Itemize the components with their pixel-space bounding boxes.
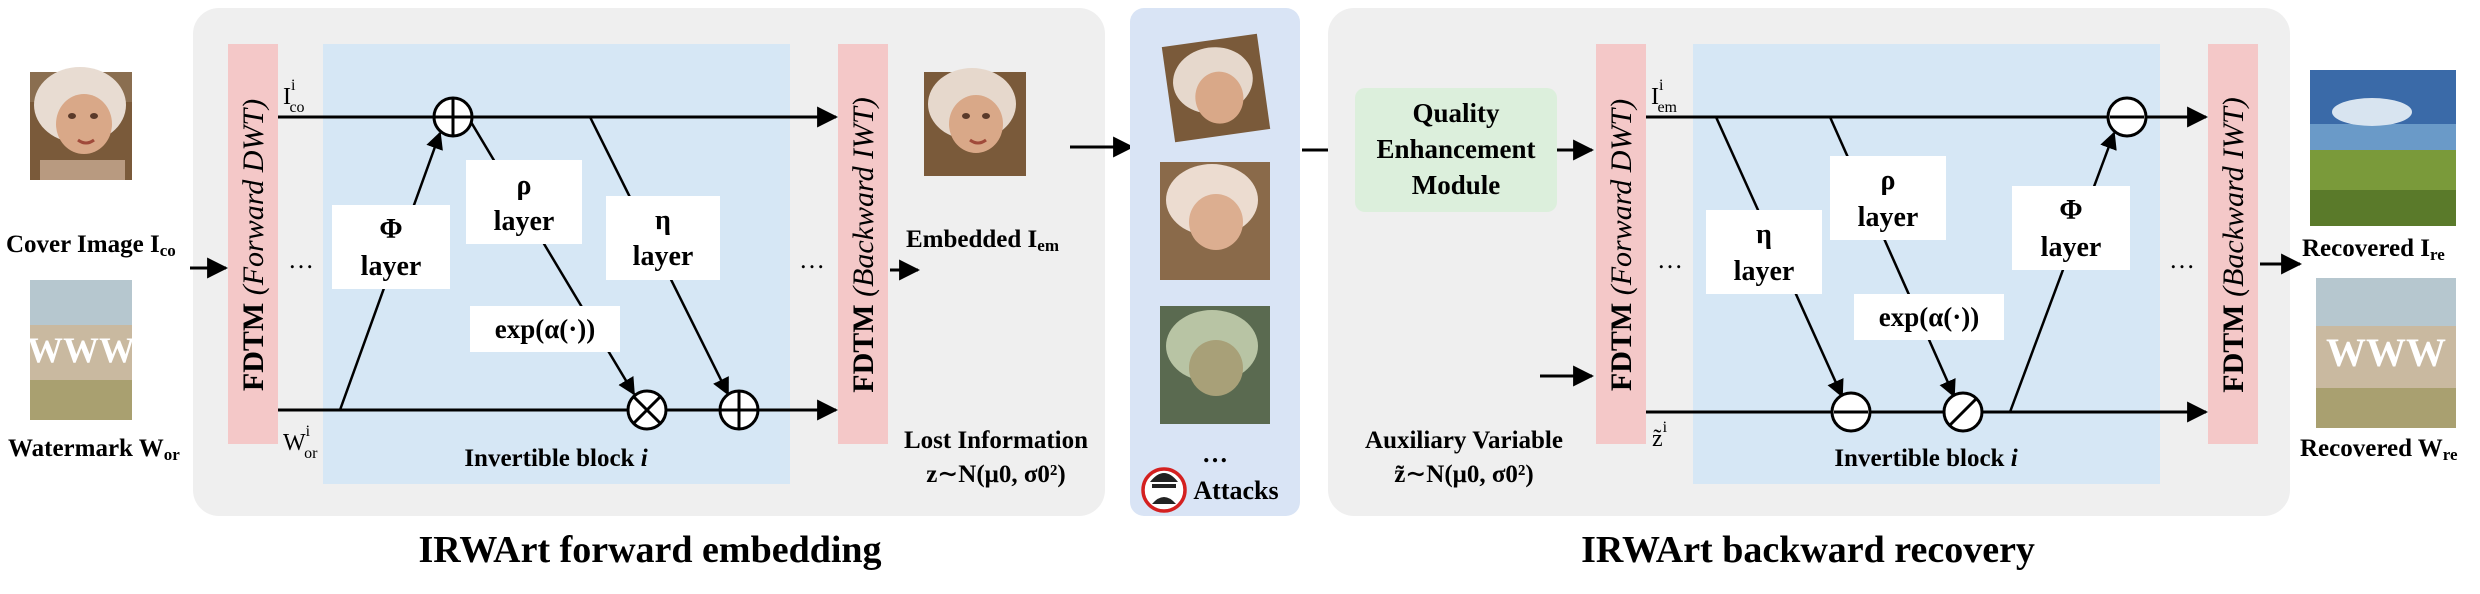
fwd-phi-word: layer bbox=[361, 251, 422, 282]
bwd-phi-word: layer bbox=[2041, 232, 2102, 263]
backward-title: IRWArt backward recovery bbox=[1581, 529, 2035, 571]
qem-line-1: Quality bbox=[1412, 98, 1500, 128]
fwd-exp-label: exp(α(·)) bbox=[495, 314, 596, 344]
bwd-block-label: Invertible block i bbox=[1834, 445, 2017, 472]
backward-fdtm-dwt bbox=[1596, 44, 1646, 444]
forward-fdtm-dwt-label: FDTM (Forward DWT) bbox=[237, 99, 270, 391]
fwd-eta-layer-box bbox=[606, 196, 720, 280]
forward-title: IRWArt forward embedding bbox=[418, 529, 881, 571]
bwd-rho-word: layer bbox=[1858, 202, 1919, 233]
backward-input-bottom: z̃i bbox=[1652, 419, 1668, 452]
lost-info-label: Lost Information bbox=[904, 427, 1088, 454]
embedded-painting-icon bbox=[924, 68, 1026, 176]
fwd-multiply-icon bbox=[626, 389, 668, 431]
fwd-block-label: Invertible block i bbox=[464, 445, 647, 472]
fwd-add-bottom-icon bbox=[718, 389, 760, 431]
bwd-eta-layer-box bbox=[1706, 210, 1822, 294]
bwd-divide-icon bbox=[1942, 391, 1984, 433]
fwd-add-top-icon bbox=[432, 96, 474, 138]
attack-hacker-icon bbox=[1141, 467, 1187, 513]
attacked-painting-noise bbox=[1160, 306, 1270, 424]
embedded-label: Embedded Iem bbox=[906, 226, 1059, 255]
recovered-image-label: Recovered Ire bbox=[2302, 235, 2445, 264]
fwd-exp-box bbox=[470, 306, 620, 352]
backward-fdtm-dwt-label: FDTM (Forward DWT) bbox=[1605, 99, 1638, 391]
forward-fdtm-iwt-label: FDTM (Backward IWT) bbox=[847, 97, 880, 393]
fwd-eta-symbol: η bbox=[655, 205, 671, 236]
fwd-rho-word: layer bbox=[494, 206, 555, 237]
fwd-phi-layer-box bbox=[332, 205, 450, 289]
bwd-ellipsis-left: … bbox=[1657, 245, 1683, 274]
bwd-phi-symbol: Φ bbox=[2059, 195, 2082, 226]
bwd-subtract-bottom-icon bbox=[1830, 391, 1872, 433]
waveform-icon bbox=[950, 302, 1034, 410]
bwd-phi-line bbox=[2008, 131, 2117, 413]
qem-line-2: Enhancement bbox=[1376, 134, 1535, 164]
recovered-watermark-icon: WWW bbox=[2316, 278, 2456, 428]
fwd-phi-symbol: Φ bbox=[379, 214, 402, 245]
qem-line-3: Module bbox=[1412, 170, 1501, 200]
recovered-wm-label: Recovered Wre bbox=[2300, 435, 2458, 464]
landscape-icon bbox=[2310, 70, 2456, 226]
svg-text:WWW: WWW bbox=[27, 330, 135, 370]
aux-var-formula: z̃∼N(μ0, σ0²) bbox=[1394, 461, 1534, 488]
cover-painting-icon bbox=[30, 67, 132, 180]
backward-fdtm-iwt-label: FDTM (Backward IWT) bbox=[2217, 97, 2250, 393]
bwd-phi-layer-box bbox=[2012, 186, 2130, 270]
watermark-label: Watermark Wor bbox=[8, 435, 180, 464]
bwd-exp-label: exp(α(·)) bbox=[1879, 302, 1980, 332]
watermark-icon: WWW bbox=[27, 280, 135, 420]
backward-fdtm-iwt bbox=[2208, 44, 2258, 444]
forward-fdtm-iwt bbox=[838, 44, 888, 444]
attacked-painting-blur bbox=[1160, 162, 1270, 280]
fwd-rho-layer-box bbox=[466, 160, 582, 244]
attacked-painting-rotated bbox=[1161, 33, 1271, 143]
bwd-eta-word: layer bbox=[1734, 256, 1795, 287]
aux-var-label: Auxiliary Variable bbox=[1365, 427, 1563, 454]
qem-box bbox=[1355, 88, 1557, 212]
bwd-rho-symbol: ρ bbox=[1881, 165, 1896, 196]
fwd-ellipsis-right: … bbox=[799, 245, 825, 274]
bwd-rho-layer-box bbox=[1830, 156, 1946, 240]
cover-image-label: Cover Image Ico bbox=[6, 231, 176, 260]
fwd-ellipsis-left: … bbox=[288, 245, 314, 274]
fwd-eta-word: layer bbox=[633, 241, 694, 272]
lost-info-formula: z∼N(μ0, σ0²) bbox=[926, 461, 1066, 488]
attacks-label: Attacks bbox=[1193, 476, 1278, 505]
bwd-subtract-top-icon bbox=[2106, 96, 2148, 138]
aux-waveform-icon bbox=[1410, 306, 1502, 414]
svg-text:WWW: WWW bbox=[2326, 330, 2446, 375]
forward-fdtm-dwt bbox=[228, 44, 278, 444]
bwd-eta-symbol: η bbox=[1756, 219, 1772, 250]
bwd-exp-box bbox=[1854, 294, 2004, 340]
fwd-rho-symbol: ρ bbox=[517, 170, 532, 201]
attack-ellipsis: … bbox=[1202, 439, 1228, 468]
bwd-ellipsis-right: … bbox=[2169, 245, 2195, 274]
